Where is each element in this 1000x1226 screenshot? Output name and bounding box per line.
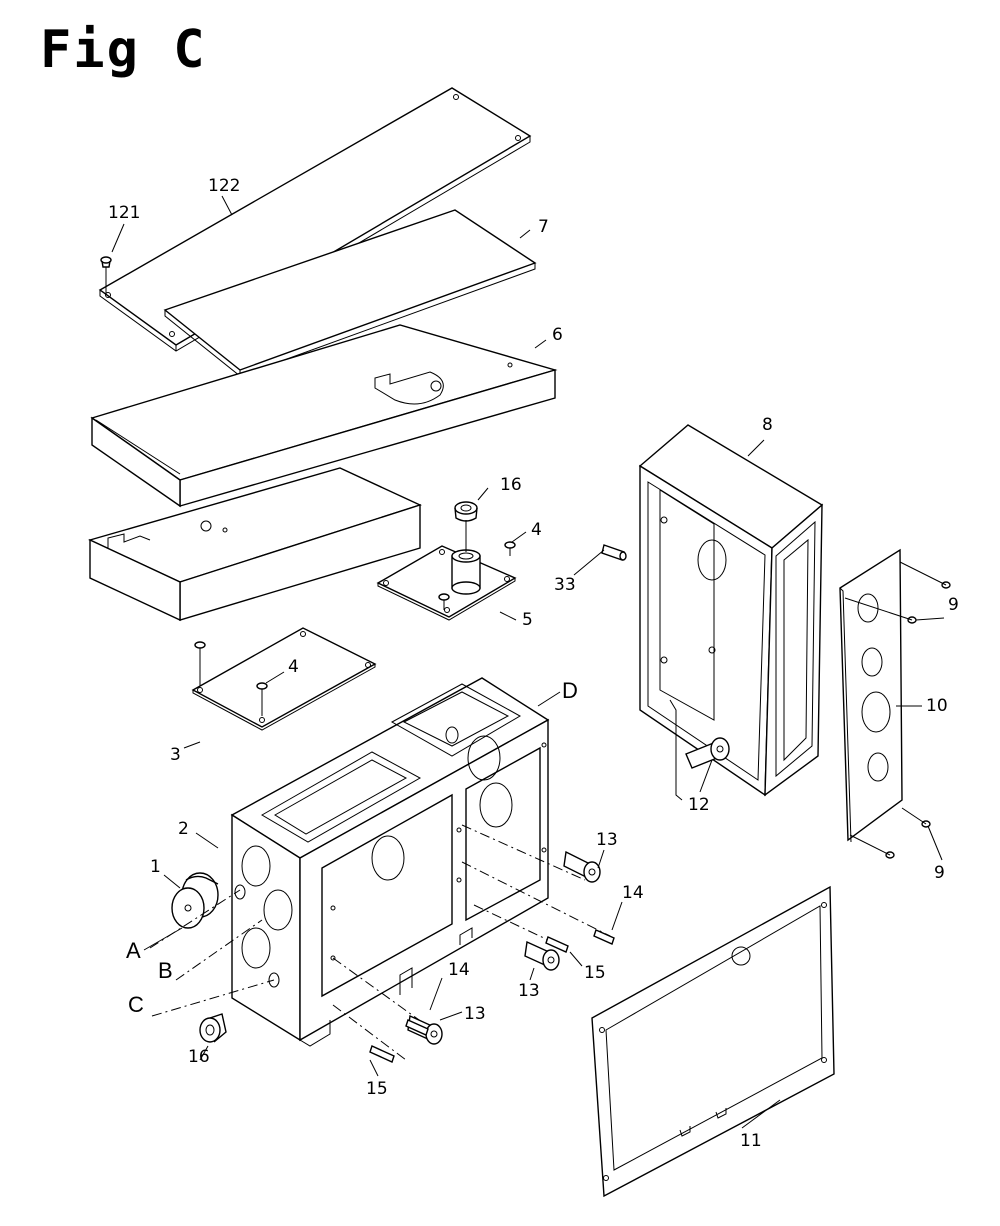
callout-12: 12 — [688, 795, 710, 815]
callout-121: 121 — [108, 203, 140, 223]
callout-122: 122 — [208, 176, 240, 196]
part-8-side-housing — [638, 424, 824, 801]
callout-6: 6 — [552, 325, 563, 345]
callout-13-mid: 13 — [518, 981, 540, 1001]
part-6-lower-block — [88, 467, 422, 622]
callout-10: 10 — [926, 696, 948, 716]
callout-B: B — [158, 958, 173, 983]
part-16-plug-top — [454, 501, 478, 552]
part-122-top-plate — [98, 87, 532, 352]
callout-4-left: 4 — [288, 657, 299, 677]
callout-11: 11 — [740, 1131, 762, 1151]
part-10-perforated-plate — [839, 548, 903, 843]
leader-lines — [111, 195, 945, 1129]
callout-A: A — [126, 938, 141, 963]
part-121-screw — [100, 256, 112, 294]
callout-9-bottom: 9 — [934, 863, 945, 883]
callout-33: 33 — [554, 575, 576, 595]
part-6-slotted-block — [90, 324, 558, 508]
part-12-bolt — [685, 737, 730, 769]
figure-title: Fig C — [40, 20, 207, 80]
callout-13-bottom: 13 — [464, 1004, 486, 1024]
callout-16-bottom: 16 — [188, 1047, 210, 1067]
part-33-pin — [601, 544, 627, 561]
part-2-main-housing — [230, 677, 550, 1047]
part-4-screws-top — [438, 541, 516, 610]
callout-1: 1 — [150, 857, 161, 877]
pins-14-15 — [369, 929, 615, 1063]
callout-2: 2 — [178, 819, 189, 839]
part-4-screws-left — [194, 641, 268, 716]
callout-8: 8 — [762, 415, 773, 435]
callout-14-mid: 14 — [448, 960, 470, 980]
part-3-cover-plate — [191, 627, 377, 731]
callout-9-top: 9 — [948, 595, 959, 615]
callout-15-bottom: 15 — [366, 1079, 388, 1099]
part-1-bearing-cap — [171, 872, 219, 929]
part-5-boss-plate — [376, 545, 517, 621]
callout-15-mid: 15 — [584, 963, 606, 983]
callout-3: 3 — [170, 745, 181, 765]
callout-13-right: 13 — [596, 830, 618, 850]
callout-labels: 121 122 7 6 16 4 5 33 8 9 10 4 3 D 2 1 A… — [108, 176, 959, 1151]
callout-C: C — [128, 992, 144, 1017]
callout-7: 7 — [538, 217, 549, 237]
callout-14-right: 14 — [622, 883, 644, 903]
callout-4-top: 4 — [531, 520, 542, 540]
part-11-gasket — [591, 885, 835, 1198]
callout-D: D — [562, 678, 578, 703]
callout-16-top: 16 — [500, 475, 522, 495]
callout-5: 5 — [522, 610, 533, 630]
part-9-screws — [844, 561, 951, 859]
part-16-plug-bottom — [199, 1013, 227, 1043]
